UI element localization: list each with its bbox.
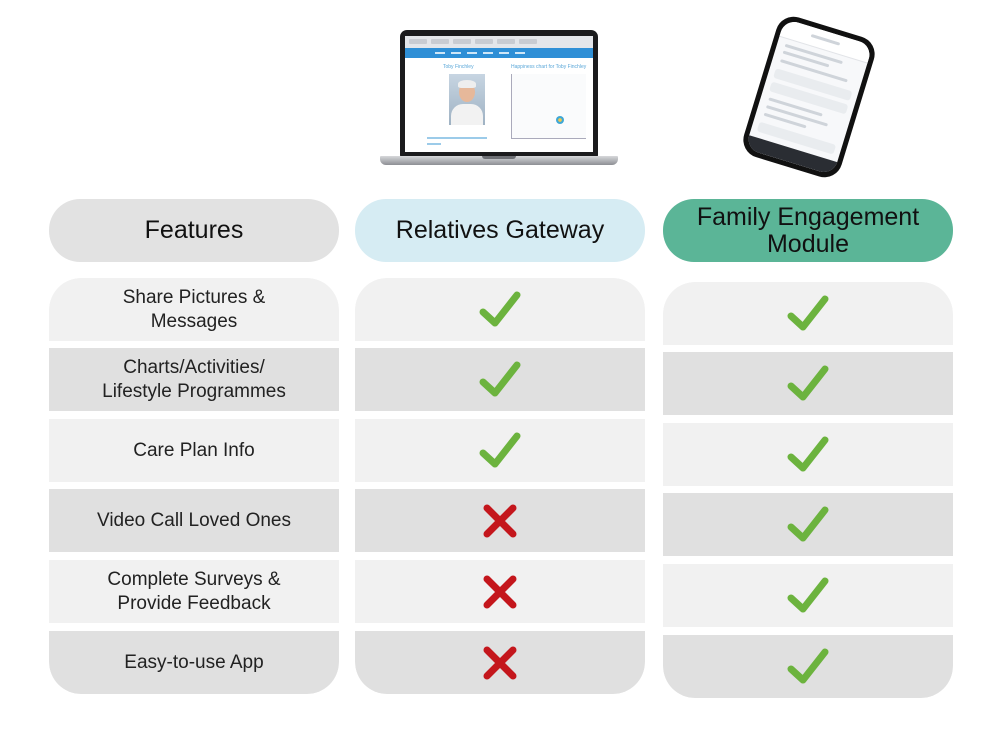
check-icon (787, 577, 829, 612)
family-engagement-module-cell-1 (663, 282, 953, 345)
header-features: Features (49, 199, 339, 262)
cross-icon (483, 504, 517, 537)
phone-screen (745, 18, 873, 176)
feature-label: Share Pictures & Messages (122, 286, 266, 332)
resident-name: Toby Finchley (443, 64, 474, 70)
feature-label: Charts/Activities/ Lifestyle Programmes (102, 356, 286, 402)
check-icon (787, 506, 829, 541)
header-relatives-gateway: Relatives Gateway (355, 199, 645, 262)
feature-label: Video Call Loved Ones (97, 509, 291, 531)
family-engagement-module-cell-3 (663, 423, 953, 486)
feature-label: Easy-to-use App (124, 651, 264, 673)
check-icon (479, 291, 521, 326)
feature-row-3: Care Plan Info (49, 419, 339, 482)
family-engagement-module-column (663, 282, 953, 698)
check-icon (479, 361, 521, 396)
check-icon (787, 436, 829, 471)
check-icon (787, 648, 829, 683)
phone-mockup (738, 12, 880, 182)
relatives-gateway-cell-2 (355, 348, 645, 411)
header-features-label: Features (144, 216, 244, 244)
relatives-gateway-cell-6 (355, 631, 645, 694)
relatives-gateway-cell-3 (355, 419, 645, 482)
feature-row-1: Share Pictures & Messages (49, 278, 339, 341)
header-relatives-gateway-label: Relatives Gateway (395, 216, 605, 244)
check-icon (787, 295, 829, 330)
family-engagement-module-cell-2 (663, 352, 953, 415)
happiness-chart (511, 74, 586, 139)
relatives-gateway-cell-4 (355, 489, 645, 552)
feature-row-4: Video Call Loved Ones (49, 489, 339, 552)
check-icon (787, 365, 829, 400)
family-engagement-module-cell-4 (663, 493, 953, 556)
site-navbar (405, 48, 593, 58)
relatives-gateway-column (355, 278, 645, 694)
laptop-base (380, 156, 618, 165)
laptop-screen: Toby Finchley Happiness chart for Toby F… (405, 36, 593, 152)
feature-row-6: Easy-to-use App (49, 631, 339, 694)
feature-label: Complete Surveys & Provide Feedback (107, 568, 281, 614)
header-family-engagement-module-label: Family Engagement Module (696, 202, 920, 258)
laptop-mockup: Toby Finchley Happiness chart for Toby F… (380, 30, 618, 168)
cross-icon (483, 575, 517, 608)
header-family-engagement-module: Family Engagement Module (663, 199, 953, 262)
family-engagement-module-cell-6 (663, 635, 953, 698)
phone-body (738, 12, 880, 182)
resident-photo (449, 74, 485, 125)
cross-icon (483, 646, 517, 679)
happiness-chart-title: Happiness chart for Toby Finchley (511, 64, 587, 70)
feature-row-5: Complete Surveys & Provide Feedback (49, 560, 339, 623)
feature-label: Care Plan Info (133, 439, 255, 461)
browser-bar (405, 36, 593, 48)
relatives-gateway-cell-5 (355, 560, 645, 623)
feature-row-2: Charts/Activities/ Lifestyle Programmes (49, 348, 339, 411)
check-icon (479, 432, 521, 467)
family-engagement-module-cell-5 (663, 564, 953, 627)
relatives-gateway-cell-1 (355, 278, 645, 341)
happiness-data-point (556, 116, 564, 124)
